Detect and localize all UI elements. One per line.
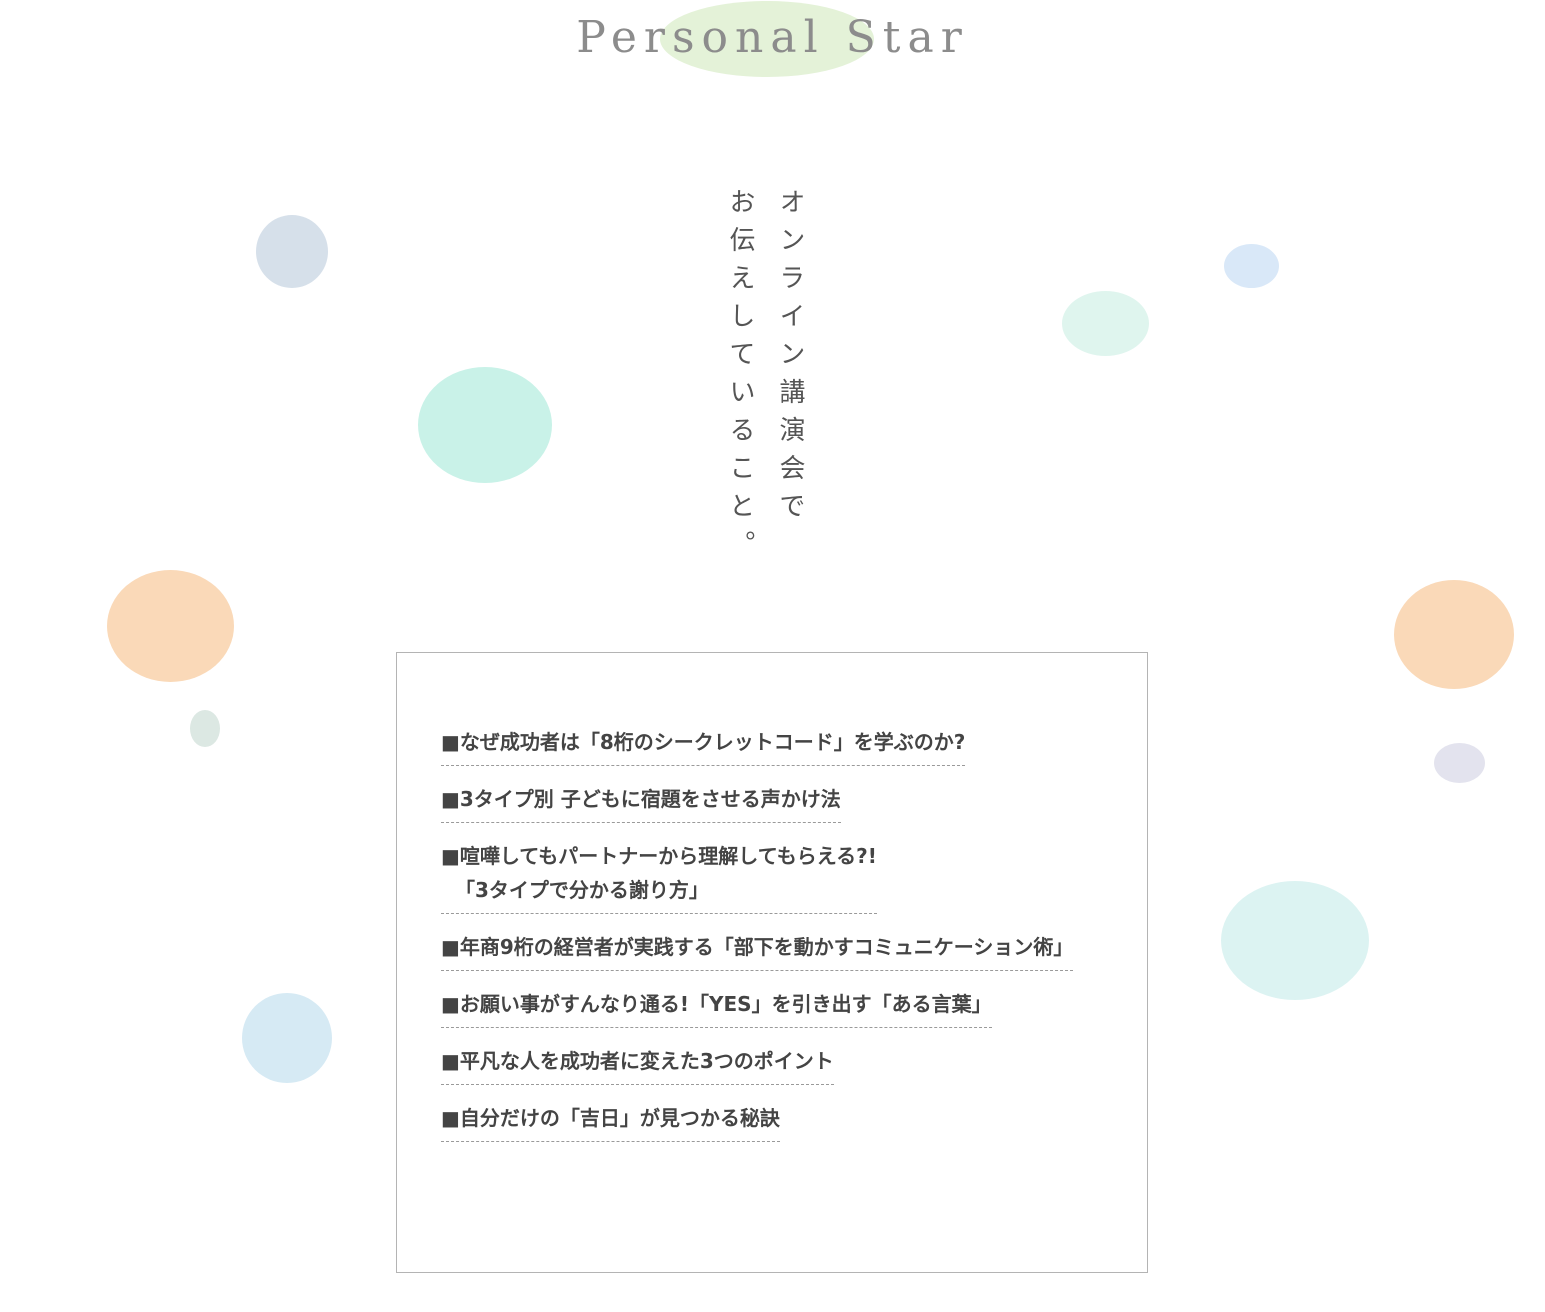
topic-item: ■なぜ成功者は「8桁のシークレットコード」を学ぶのか?: [441, 725, 966, 766]
bubble-mint: [418, 367, 552, 483]
topic-item: ■3タイプ別 子どもに宿題をさせる声かけ法: [441, 782, 841, 823]
list-item: ■3タイプ別 子どもに宿題をさせる声かけ法: [441, 782, 1121, 839]
topic-list: ■なぜ成功者は「8桁のシークレットコード」を学ぶのか? ■3タイプ別 子どもに宿…: [441, 725, 1121, 1158]
topic-item: ■年商9桁の経営者が実践する「部下を動かすコミュニケーション術」: [441, 930, 1074, 971]
topic-text: ■なぜ成功者は「8桁のシークレットコード」を学ぶのか?: [441, 730, 966, 754]
bubble-slate: [256, 215, 328, 288]
topic-text: ■自分だけの「吉日」が見つかる秘訣: [441, 1106, 780, 1130]
bubble-sage: [190, 710, 220, 747]
topic-text: ■平凡な人を成功者に変えた3つのポイント: [441, 1049, 834, 1073]
topic-item: ■喧嘩してもパートナーから理解してもらえる?! 「3タイプで分かる謝り方」: [441, 839, 877, 914]
site-title: Personal Star: [576, 12, 969, 63]
bubble-pale-blue: [1224, 244, 1279, 288]
bubble-peach-left: [107, 570, 234, 682]
section-heading: オンライン講演会で お伝えしていること。: [715, 188, 815, 588]
bubble-title: [660, 1, 874, 77]
topic-text-line-2: 「3タイプで分かる謝り方」: [455, 878, 709, 902]
section-heading-line-2: お伝えしていること。: [725, 188, 755, 568]
topic-item: ■お願い事がすんなり通る!「YES」を引き出す「ある言葉」: [441, 987, 992, 1028]
bubble-light-mint: [1062, 291, 1149, 356]
list-item: ■喧嘩してもパートナーから理解してもらえる?! 「3タイプで分かる謝り方」: [441, 839, 1121, 930]
list-item: ■自分だけの「吉日」が見つかる秘訣: [441, 1101, 1121, 1158]
bubble-lavender: [1434, 743, 1485, 783]
topic-text: ■お願い事がすんなり通る!「YES」を引き出す「ある言葉」: [441, 992, 992, 1016]
bubble-aqua: [1221, 881, 1369, 1000]
list-item: ■平凡な人を成功者に変えた3つのポイント: [441, 1044, 1121, 1101]
list-item: ■お願い事がすんなり通る!「YES」を引き出す「ある言葉」: [441, 987, 1121, 1044]
bubble-sky: [242, 993, 332, 1083]
topic-text: ■喧嘩してもパートナーから理解してもらえる?!: [441, 844, 877, 868]
list-item: ■年商9桁の経営者が実践する「部下を動かすコミュニケーション術」: [441, 930, 1121, 987]
topic-item: ■平凡な人を成功者に変えた3つのポイント: [441, 1044, 834, 1085]
section-heading-line-1: オンライン講演会で: [775, 188, 805, 530]
topic-text: ■3タイプ別 子どもに宿題をさせる声かけ法: [441, 787, 841, 811]
topics-box: ■なぜ成功者は「8桁のシークレットコード」を学ぶのか? ■3タイプ別 子どもに宿…: [396, 652, 1148, 1273]
bubble-peach-right: [1394, 580, 1514, 689]
list-item: ■なぜ成功者は「8桁のシークレットコード」を学ぶのか?: [441, 725, 1121, 782]
topic-text: ■年商9桁の経営者が実践する「部下を動かすコミュニケーション術」: [441, 935, 1074, 959]
topic-item: ■自分だけの「吉日」が見つかる秘訣: [441, 1101, 780, 1142]
